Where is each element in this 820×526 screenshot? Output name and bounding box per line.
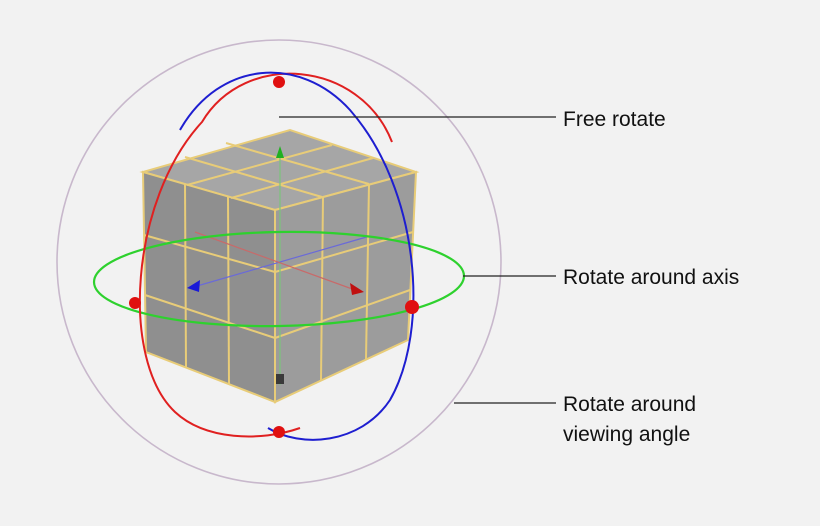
label-rotate-axis: Rotate around axis [563,266,740,289]
cube-left-face [141,170,276,404]
free-rotate-ring-red[interactable] [138,72,393,438]
label-free-rotate: Free rotate [563,108,666,131]
cube-grid-lines [143,142,414,385]
label-rotate-view-line1: Rotate around [563,393,697,416]
axis-lines [187,146,371,385]
axis-arrow-icon [276,146,284,158]
axis-arrow-icon [350,283,364,295]
axis-arrow-icon [187,280,200,292]
rotate-handles[interactable] [129,76,419,438]
free-rotate-ring-blue[interactable] [179,71,415,441]
rotate-handle-icon[interactable] [405,300,419,314]
view-angle-ring [56,39,502,485]
rotate-handle-icon[interactable] [273,426,285,438]
rotate-handle-icon[interactable] [273,76,285,88]
label-rotate-view-line2: viewing angle [563,423,691,446]
rotate-handle-icon[interactable] [129,297,141,309]
callout-lines [279,116,556,404]
